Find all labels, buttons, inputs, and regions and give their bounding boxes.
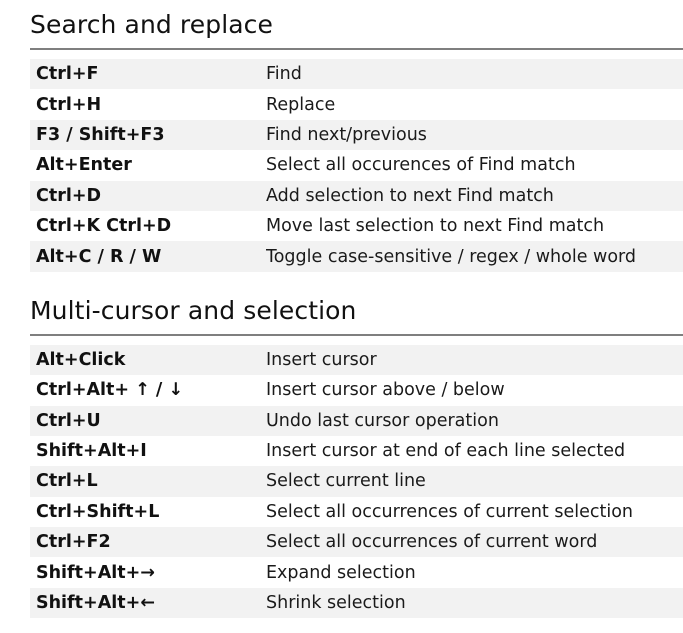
section-title: Search and replace [30, 10, 273, 39]
shortcut-keys: Alt+C / R / W [36, 246, 162, 267]
shortcut-action: Insert cursor at end of each line select… [266, 441, 626, 462]
shortcut-action: Find next/previous [266, 124, 427, 145]
section-divider [30, 48, 683, 50]
shortcut-keys: Ctrl+F [36, 64, 99, 85]
shortcut-keys: Ctrl+Alt+ ↑ / ↓ [36, 380, 184, 401]
shortcut-action: Expand selection [266, 562, 416, 583]
shortcut-keys: Alt+Click [36, 349, 126, 370]
shortcut-row: Alt+C / R / W Toggle case-sensitive / re… [30, 241, 683, 272]
shortcut-action: Undo last cursor operation [266, 410, 499, 431]
shortcut-table: Ctrl+F Find Ctrl+H Replace F3 / Shift+F3… [30, 59, 683, 272]
shortcut-row: Ctrl+L Select current line [30, 466, 683, 497]
shortcut-row: F3 / Shift+F3 Find next/previous [30, 119, 683, 151]
shortcut-row: Shift+Alt+→ Expand selection [30, 557, 683, 588]
shortcut-row: Alt+Click Insert cursor [30, 344, 683, 376]
shortcut-row: Ctrl+U Undo last cursor operation [30, 405, 683, 436]
shortcut-keys: Ctrl+L [36, 471, 98, 492]
shortcut-action: Toggle case-sensitive / regex / whole wo… [266, 246, 637, 267]
shortcut-keys: F3 / Shift+F3 [36, 124, 165, 145]
shortcut-action: Replace [266, 94, 336, 115]
shortcut-action: Select all occurrences of current word [266, 532, 598, 553]
shortcut-action: Find [266, 64, 302, 85]
shortcut-keys: Ctrl+D [36, 185, 102, 206]
shortcut-action: Select current line [266, 471, 426, 492]
shortcut-keys: Ctrl+Shift+L [36, 501, 160, 522]
shortcut-keys: Alt+Enter [36, 155, 132, 176]
shortcut-row: Alt+Enter Select all occurences of Find … [30, 150, 683, 181]
shortcut-row: Ctrl+K Ctrl+D Move last selection to nex… [30, 210, 683, 242]
shortcut-keys: Ctrl+H [36, 94, 102, 115]
shortcut-action: Select all occurences of Find match [266, 155, 576, 176]
shortcut-action: Shrink selection [266, 593, 406, 614]
section-multi-cursor-and-selection: Multi-cursor and selection Alt+Click Ins… [30, 272, 683, 619]
shortcut-row: Ctrl+F2 Select all occurrences of curren… [30, 527, 683, 558]
shortcut-action: Insert cursor [266, 349, 377, 370]
section-title: Multi-cursor and selection [30, 295, 357, 325]
shortcut-row: Shift+Alt+I Insert cursor at end of each… [30, 435, 683, 467]
shortcut-keys: Shift+Alt+→ [36, 562, 155, 583]
shortcut-row: Ctrl+Shift+L Select all occurrences of c… [30, 496, 683, 528]
shortcut-row: Shift+Alt+← Shrink selection [30, 587, 683, 619]
shortcut-keys: Ctrl+K Ctrl+D [36, 216, 172, 237]
shortcut-keys: Shift+Alt+← [36, 593, 155, 614]
shortcut-action: Add selection to next Find match [266, 185, 554, 206]
shortcut-keys: Ctrl+U [36, 410, 101, 431]
shortcut-row: Ctrl+D Add selection to next Find match [30, 180, 683, 211]
shortcut-row: Ctrl+Alt+ ↑ / ↓ Insert cursor above / be… [30, 375, 683, 406]
shortcut-table: Alt+Click Insert cursor Ctrl+Alt+ ↑ / ↓ … [30, 344, 683, 619]
shortcut-action: Insert cursor above / below [266, 380, 505, 401]
shortcut-action: Move last selection to next Find match [266, 216, 605, 237]
shortcut-action: Select all occurrences of current select… [266, 501, 634, 522]
section-divider [30, 333, 683, 336]
shortcut-keys: Shift+Alt+I [36, 441, 147, 462]
shortcut-keys: Ctrl+F2 [36, 532, 111, 553]
section-search-and-replace: Search and replace Ctrl+F Find Ctrl+H Re… [30, 0, 683, 272]
shortcut-row: Ctrl+H Replace [30, 89, 683, 120]
shortcut-row: Ctrl+F Find [30, 59, 683, 90]
